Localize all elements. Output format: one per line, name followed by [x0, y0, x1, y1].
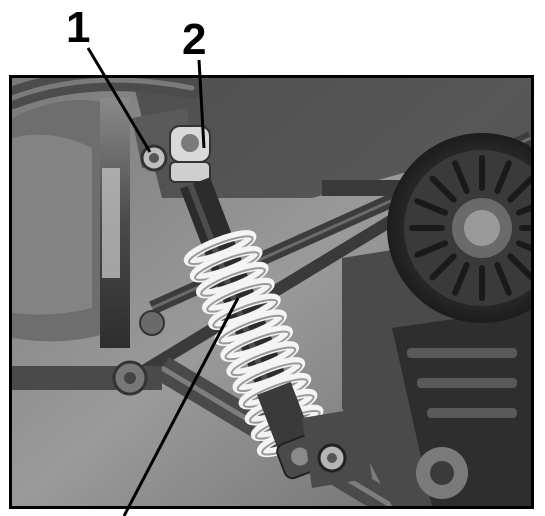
pulley-fin [494, 160, 512, 195]
pulley-fin [515, 204, 531, 216]
suspension-photo [9, 75, 534, 509]
callout-2: 2 [182, 15, 207, 64]
pulley-fin [414, 198, 449, 216]
pulley-fin [429, 253, 457, 281]
pulley-fin [414, 240, 449, 258]
callout-1: 1 [66, 3, 91, 52]
pulley-fin [494, 261, 512, 296]
shock-absorber-illustration [12, 78, 531, 506]
pulley-fin [429, 175, 457, 203]
pulley-fin [515, 240, 531, 252]
pulley-fin [507, 253, 531, 281]
pulley-fin [452, 160, 470, 195]
pulley-fin [507, 175, 531, 203]
pulley-fin [452, 261, 470, 296]
